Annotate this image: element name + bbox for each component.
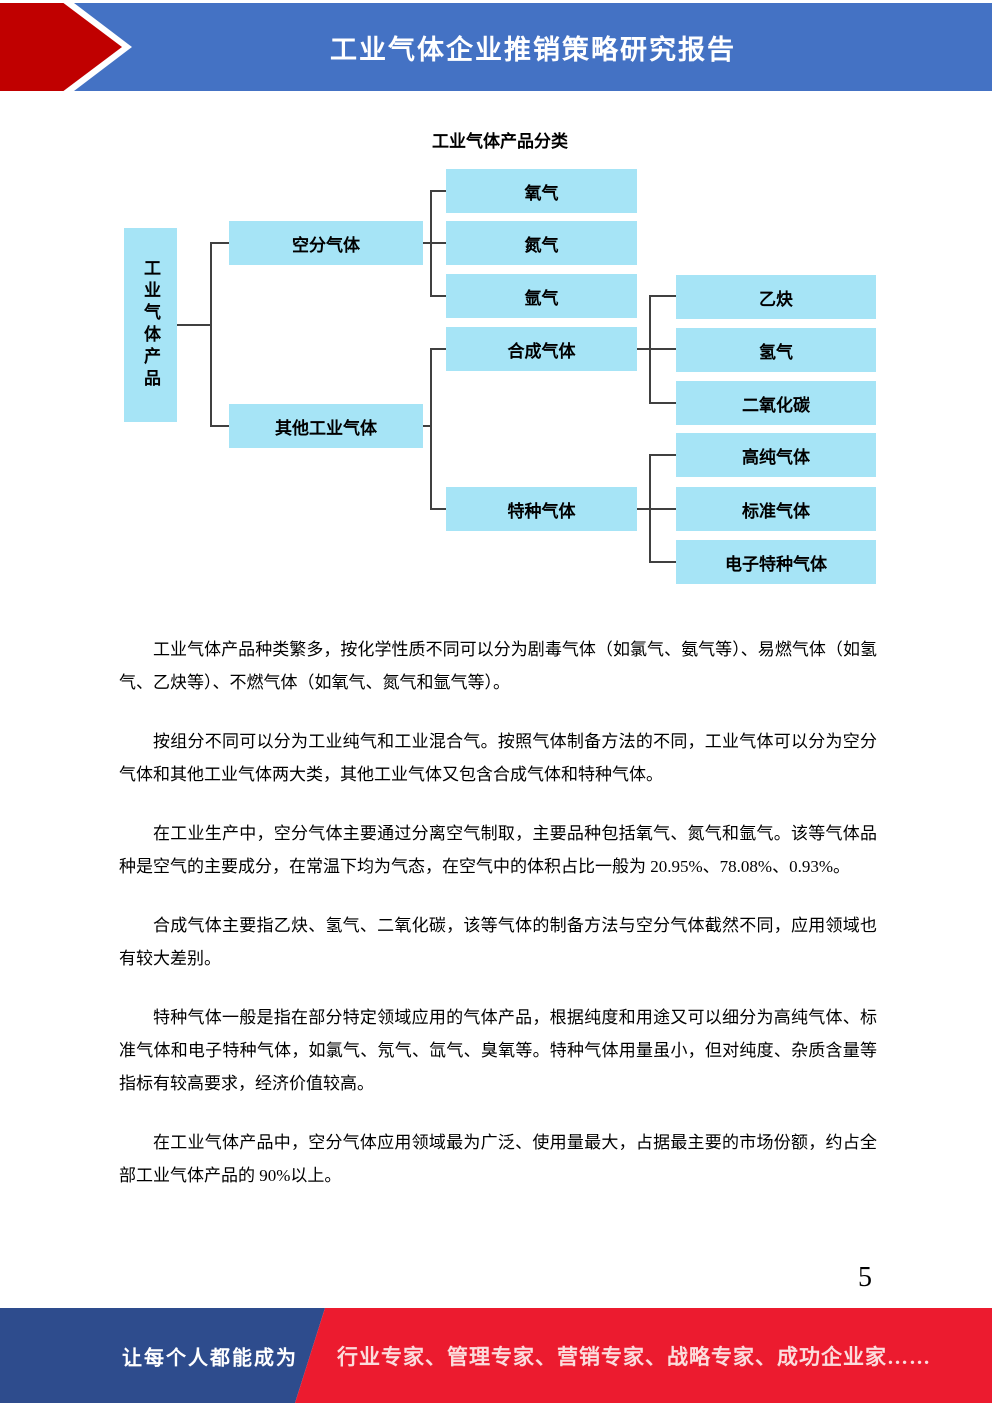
- page-title: 工业气体企业推销策略研究报告: [330, 34, 736, 65]
- node-other-industrial-gases: 其他工业气体: [229, 404, 423, 448]
- connector-line: [430, 242, 446, 244]
- node-special-gases: 特种气体: [446, 487, 637, 531]
- paragraph: 合成气体主要指乙炔、氢气、二氧化碳，该等气体的制备方法与空分气体截然不同，应用领…: [119, 916, 877, 968]
- body-text: 工业气体产品种类繁多，按化学性质不同可以分为剧毒气体（如氯气、氨气等）、易燃气体…: [119, 633, 877, 1218]
- footer-red-shape: [295, 1308, 992, 1403]
- connector-line: [177, 324, 211, 326]
- paragraph: 在工业生产中，空分气体主要通过分离空气制取，主要品种包括氧气、氮气和氩气。该等气…: [119, 824, 877, 876]
- header-banner: 工业气体企业推销策略研究报告: [0, 3, 992, 91]
- header-band: 工业气体企业推销策略研究报告: [74, 3, 992, 91]
- connector-line: [210, 242, 212, 427]
- connector-line: [649, 295, 676, 297]
- node-acetylene: 乙炔: [676, 275, 876, 319]
- connector-line: [430, 295, 446, 297]
- node-nitrogen: 氮气: [446, 221, 637, 265]
- connector-line: [430, 348, 432, 510]
- paragraph: 按组分不同可以分为工业纯气和工业混合气。按照气体制备方法的不同，工业气体可以分为…: [119, 732, 877, 784]
- connector-line: [430, 190, 446, 192]
- connector-line: [649, 561, 676, 563]
- paragraph: 特种气体一般是指在部分特定领域应用的气体产品，根据纯度和用途又可以细分为高纯气体…: [119, 1008, 877, 1093]
- connector-line: [423, 425, 432, 427]
- node-synthesis-gases: 合成气体: [446, 327, 637, 371]
- page-number: 5: [858, 1262, 872, 1293]
- footer-blue-shape: [0, 1308, 325, 1403]
- connector-line: [430, 348, 446, 350]
- connector-line: [210, 425, 229, 427]
- connector-line: [649, 348, 676, 350]
- connector-line: [423, 242, 432, 244]
- footer-slogan-right: 行业专家、管理专家、营销专家、战略专家、成功企业家……: [337, 1344, 931, 1369]
- node-standard-gases: 标准气体: [676, 487, 876, 531]
- node-carbon-dioxide: 二氧化碳: [676, 381, 876, 425]
- footer-banner: 让每个人都能成为 行业专家、管理专家、营销专家、战略专家、成功企业家……: [0, 1308, 992, 1403]
- footer-slogan-left: 让每个人都能成为: [122, 1347, 298, 1369]
- connector-line: [210, 242, 229, 244]
- node-hydrogen: 氢气: [676, 328, 876, 372]
- connector-line: [649, 402, 676, 404]
- node-air-separation-gases: 空分气体: [229, 221, 423, 265]
- node-argon: 氩气: [446, 274, 637, 318]
- node-oxygen: 氧气: [446, 169, 637, 213]
- node-high-purity-gases: 高纯气体: [676, 433, 876, 477]
- node-electronic-special-gases: 电子特种气体: [676, 540, 876, 584]
- diagram-title: 工业气体产品分类: [432, 132, 568, 151]
- node-industrial-gas-products: 工业气体产品: [124, 228, 177, 422]
- paragraph: 在工业气体产品中，空分气体应用领域最为广泛、使用量最大，占据最主要的市场份额，约…: [119, 1133, 877, 1185]
- classification-diagram: 工业气体产品分类 工业气体产品 空分气体 其他工业气体 氧气 氮气 氩气 合成气…: [0, 125, 992, 595]
- connector-line: [637, 348, 651, 350]
- paragraph: 工业气体产品种类繁多，按化学性质不同可以分为剧毒气体（如氯气、氨气等）、易燃气体…: [119, 640, 877, 692]
- connector-line: [637, 508, 651, 510]
- connector-line: [649, 454, 676, 456]
- connector-line: [649, 508, 676, 510]
- connector-line: [430, 508, 446, 510]
